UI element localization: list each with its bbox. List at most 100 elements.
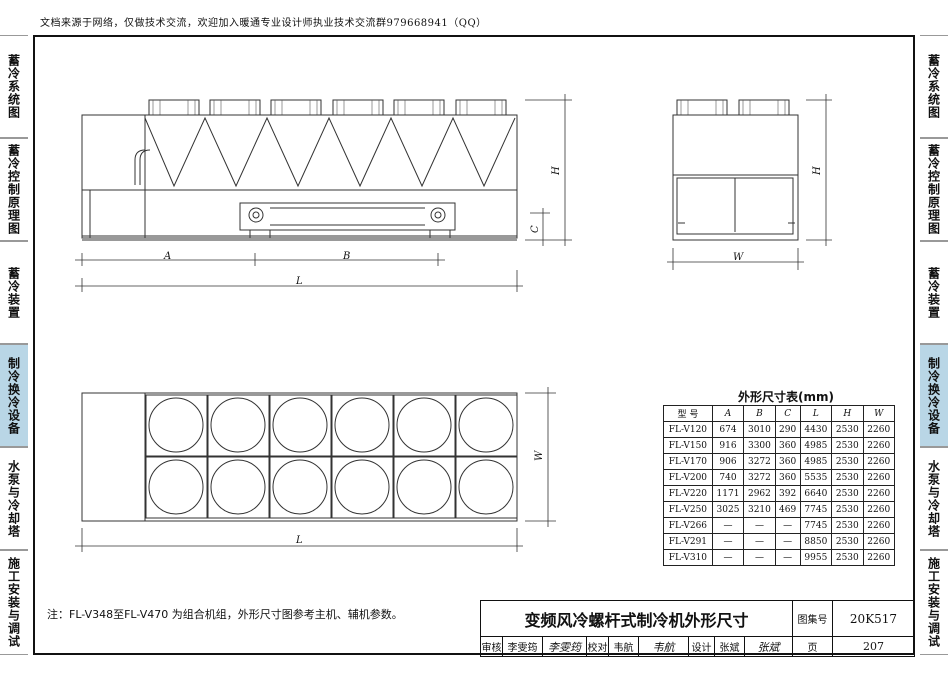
- sidebar-right-tab-0[interactable]: 蓄冷系统图: [920, 35, 948, 138]
- title-block: 变频风冷螺杆式制冷机外形尺寸 图集号 20K517 审核 李雯筠 李雯筠 校对 …: [480, 600, 915, 657]
- table-cell: 2260: [862, 421, 896, 438]
- sidebar-left-tab-label: 施工安装与调试: [6, 557, 21, 648]
- dim-label-l-plan: L: [295, 535, 303, 546]
- sidebar-left-tab-1[interactable]: 蓄冷控制原理图: [0, 138, 28, 241]
- table-cell: 2260: [862, 533, 896, 550]
- dim-label-w-side: W: [733, 252, 744, 263]
- sidebar-left-tab-label: 制冷换冷设备: [6, 356, 21, 435]
- header-note: 文档来源于网络，仅做技术交流，欢迎加入暖通专业设计师执业技术交流群9796689…: [40, 18, 487, 29]
- table-cell: —: [743, 517, 776, 534]
- table-cell: 4430: [799, 421, 833, 438]
- sidebar-right-tab-5[interactable]: 施工安装与调试: [920, 550, 948, 655]
- dim-label-c: C: [530, 225, 541, 233]
- table-cell: FL-V200: [663, 469, 713, 486]
- sidebar-right-tab-3[interactable]: 制冷换冷设备: [920, 344, 948, 447]
- table-cell: —: [774, 549, 801, 566]
- table-header-cell: 型 号: [663, 405, 713, 422]
- table-cell: 2260: [862, 469, 896, 486]
- table-cell: 2962: [743, 485, 776, 502]
- sidebar-right-tab-label: 施工安装与调试: [926, 557, 941, 648]
- sidebar-left-tab-label: 蓄冷控制原理图: [6, 144, 21, 235]
- design-label: 设计: [689, 637, 715, 656]
- table-cell: 6640: [799, 485, 833, 502]
- table-header-cell: A: [711, 405, 745, 422]
- review-label: 审核: [481, 637, 503, 656]
- table-cell: 2260: [862, 501, 896, 518]
- table-cell: 5535: [799, 469, 833, 486]
- table-cell: 290: [774, 421, 801, 438]
- table-header-cell: C: [774, 405, 801, 422]
- sidebar-left-tab-label: 水泵与冷却塔: [6, 459, 21, 538]
- sidebar-left-tab-label: 蓄冷装置: [6, 266, 21, 319]
- table-cell: 906: [711, 453, 745, 470]
- table-cell: 469: [774, 501, 801, 518]
- table-cell: FL-V250: [663, 501, 713, 518]
- dim-label-h-side: H: [812, 166, 823, 176]
- table-cell: 2530: [831, 517, 864, 534]
- table-cell: 2260: [862, 517, 896, 534]
- dim-label-a: A: [163, 251, 171, 262]
- table-header-cell: H: [831, 405, 864, 422]
- design-signature: 张斌: [745, 637, 793, 656]
- sidebar-right-tab-1[interactable]: 蓄冷控制原理图: [920, 138, 948, 241]
- table-cell: 2260: [862, 485, 896, 502]
- table-cell: 9955: [799, 549, 833, 566]
- review-signature: 李雯筠: [543, 637, 587, 656]
- sidebar-right-tab-label: 蓄冷装置: [926, 266, 941, 319]
- table-cell: 4985: [799, 437, 833, 454]
- table-cell: 2260: [862, 453, 896, 470]
- front-elevation: [81, 99, 518, 241]
- sidebar-left-tab-2[interactable]: 蓄冷装置: [0, 241, 28, 344]
- sidebar-left-tab-4[interactable]: 水泵与冷却塔: [0, 447, 28, 550]
- dim-label-w-plan: W: [534, 450, 545, 461]
- plan-view: [81, 392, 518, 522]
- sidebar-right-tab-2[interactable]: 蓄冷装置: [920, 241, 948, 344]
- table-cell: 740: [711, 469, 745, 486]
- sidebar-left: 蓄冷系统图 蓄冷控制原理图 蓄冷装置 制冷换冷设备 水泵与冷却塔 施工安装与调试: [0, 35, 28, 655]
- plan-dimensions: [75, 387, 556, 552]
- table-cell: —: [774, 533, 801, 550]
- table-title: 外形尺寸表(mm): [738, 390, 834, 404]
- review-name: 李雯筠: [503, 637, 543, 656]
- sidebar-right-tab-label: 蓄冷系统图: [926, 54, 941, 119]
- sidebar-right: 蓄冷系统图 蓄冷控制原理图 蓄冷装置 制冷换冷设备 水泵与冷却塔 施工安装与调试: [920, 35, 948, 655]
- dim-label-l-front: L: [295, 276, 303, 287]
- sidebar-right-tab-4[interactable]: 水泵与冷却塔: [920, 447, 948, 550]
- design-name: 张斌: [715, 637, 745, 656]
- table-cell: —: [743, 549, 776, 566]
- table-header-cell: L: [799, 405, 833, 422]
- table-cell: FL-V266: [663, 517, 713, 534]
- table-cell: 3025: [711, 501, 745, 518]
- table-cell: 916: [711, 437, 745, 454]
- table-cell: 2530: [831, 533, 864, 550]
- table-cell: FL-V150: [663, 437, 713, 454]
- sidebar-left-tab-0[interactable]: 蓄冷系统图: [0, 35, 28, 138]
- sidebar-left-tab-3[interactable]: 制冷换冷设备: [0, 344, 28, 447]
- table-cell: 360: [774, 469, 801, 486]
- table-cell: FL-V291: [663, 533, 713, 550]
- table-cell: —: [774, 517, 801, 534]
- table-cell: 2530: [831, 469, 864, 486]
- atlas-label: 图集号: [793, 601, 833, 637]
- table-cell: 3272: [743, 469, 776, 486]
- table-cell: 2260: [862, 437, 896, 454]
- note-text: 注：FL-V348至FL-V470 为组合机组，外形尺寸图参考主机、辅机参数。: [47, 608, 403, 621]
- table-cell: FL-V170: [663, 453, 713, 470]
- table-cell: 2530: [831, 485, 864, 502]
- sidebar-right-tab-label: 蓄冷控制原理图: [926, 144, 941, 235]
- table-cell: 2530: [831, 453, 864, 470]
- table-cell: 8850: [799, 533, 833, 550]
- sidebar-left-tab-5[interactable]: 施工安装与调试: [0, 550, 28, 655]
- front-fan-caps: [148, 99, 507, 116]
- table-cell: 2530: [831, 501, 864, 518]
- drawing-title: 变频风冷螺杆式制冷机外形尺寸: [481, 601, 793, 637]
